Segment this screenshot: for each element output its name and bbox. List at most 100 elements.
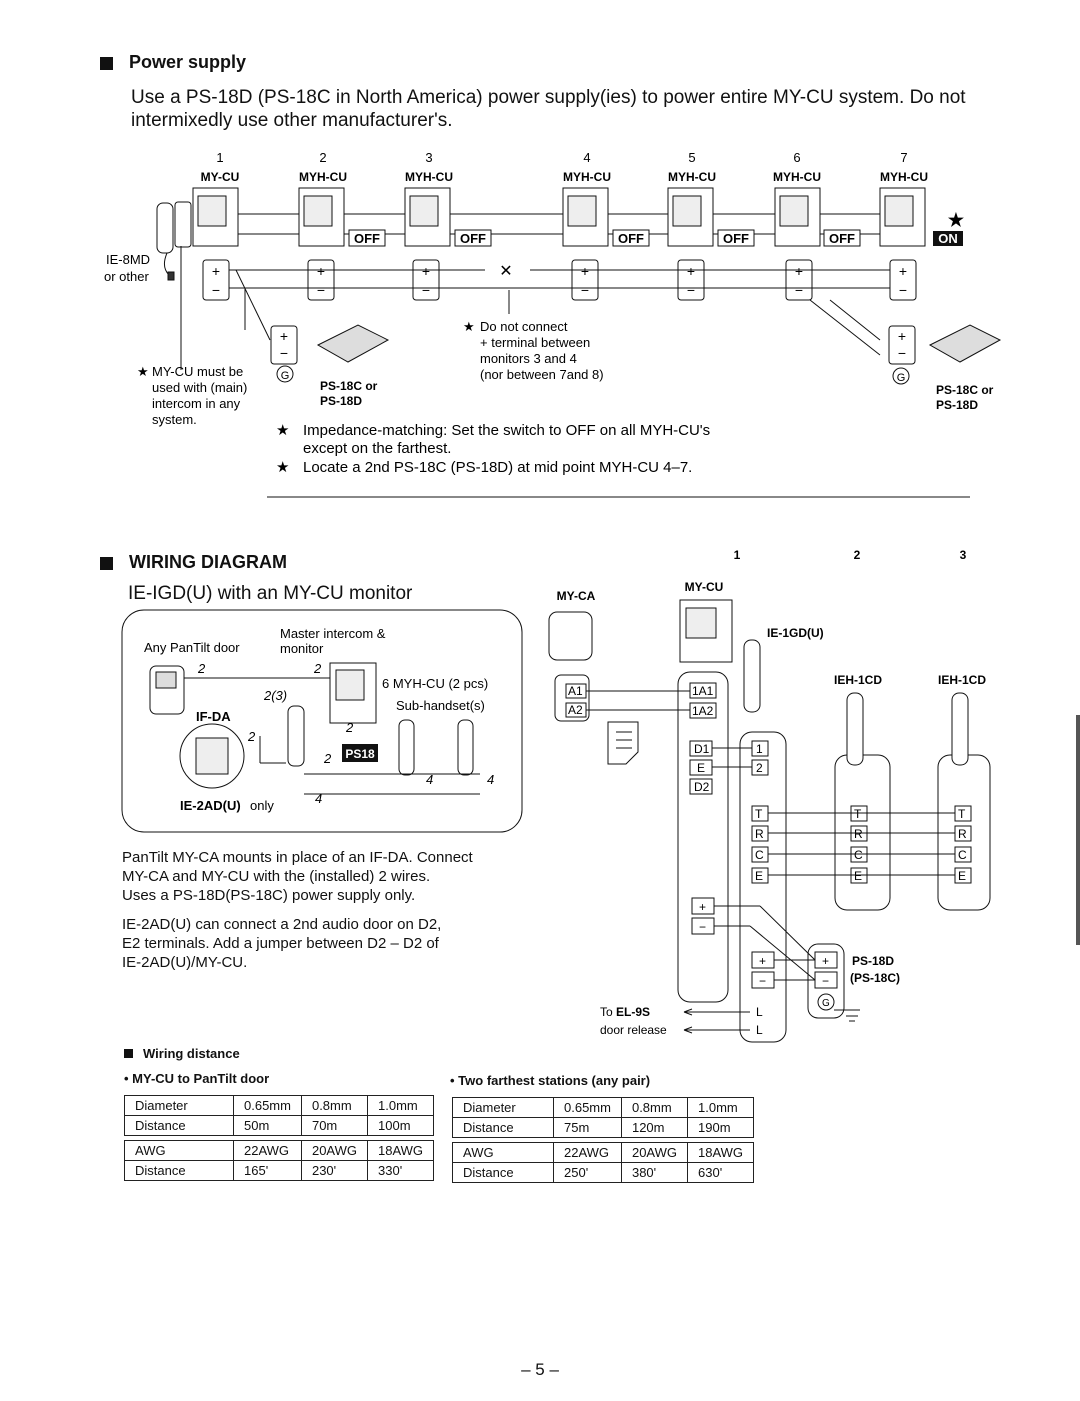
svg-text:1: 1 — [734, 548, 741, 562]
monitor-number: 1 — [216, 150, 223, 165]
break-mark: ✕ — [499, 263, 512, 280]
monitor-label: MYH-CU — [405, 170, 453, 184]
svg-text:R: R — [958, 827, 967, 841]
my-ca-label: MY-CA — [557, 589, 596, 603]
svg-text:4: 4 — [487, 772, 494, 787]
svg-text:T: T — [958, 807, 966, 821]
svg-text:−: − — [759, 974, 766, 988]
ps-18d-label: PS-18D — [852, 954, 894, 968]
monitor-label: monitor — [280, 641, 324, 656]
svg-text:2(3): 2(3) — [263, 688, 287, 703]
svg-text:+: + — [822, 954, 829, 968]
impedance-note-cont: except on the farthest. — [303, 440, 451, 457]
mycu-note-line: system. — [152, 412, 197, 427]
ps-label-right: PS-18D — [936, 398, 978, 412]
terminal-wiring-diagram: 1 2 3 MY-CA MY-CU IE-1GD(U) IEH-1CD IEH-… — [548, 548, 991, 1043]
myh-label: 6 MYH-CU (2 pcs) — [382, 676, 488, 691]
svg-text:−: − — [317, 282, 325, 298]
bullet-square — [100, 56, 113, 70]
switch-off-label: OFF — [723, 231, 749, 246]
svg-text:+: + — [898, 328, 906, 344]
svg-text:A1: A1 — [568, 684, 583, 698]
power-supply-intro: Use a PS-18D (PS-18C in North America) p… — [131, 87, 966, 131]
door-release-label: door release — [600, 1023, 667, 1037]
svg-text:+: + — [212, 263, 220, 279]
switch-on-label: ON — [938, 231, 958, 246]
monitor-number: 7 — [900, 150, 907, 165]
sub-handset-icon — [457, 719, 474, 776]
impedance-note: Impedance-matching: Set the switch to OF… — [303, 422, 710, 439]
ieh-1cd-handset-icon — [846, 692, 864, 766]
svg-text:+: + — [687, 263, 695, 279]
scan-edge-mark — [1076, 715, 1080, 945]
monitor-number: 3 — [425, 150, 432, 165]
svg-text:−: − — [422, 282, 430, 298]
ie8md-label: IE-8MD — [106, 252, 150, 267]
monitor-number: 2 — [319, 150, 326, 165]
left-table-title: • MY-CU to PanTilt door — [124, 1071, 270, 1086]
svg-text:C: C — [854, 848, 863, 862]
monitor-label: MYH-CU — [299, 170, 347, 184]
el-9s-label: EL-9S — [616, 1005, 650, 1019]
my-ca-icon — [548, 611, 593, 661]
pantilt-paragraph: PanTilt MY-CA mounts in place of an IF-D… — [122, 848, 473, 905]
master-label: Master intercom & — [280, 626, 386, 641]
svg-text:L: L — [756, 1005, 763, 1019]
svg-text:C: C — [958, 848, 967, 862]
svg-text:T: T — [854, 807, 862, 821]
svg-text:IE-2AD(U): IE-2AD(U) — [180, 798, 241, 813]
svg-text:−: − — [795, 282, 803, 298]
svg-text:A2: A2 — [568, 703, 583, 717]
svg-text:★: ★ — [463, 319, 475, 334]
subhandsets-label: Sub-handset(s) — [396, 698, 485, 713]
switch-off-label: OFF — [829, 231, 855, 246]
switch-off-label: OFF — [460, 231, 486, 246]
paragraph-line: E2 terminals. Add a jumper between D2 – … — [122, 935, 439, 952]
monitor-label: MYH-CU — [773, 170, 821, 184]
svg-text:G: G — [822, 998, 830, 1009]
ie-1gd-label: IE-1GD(U) — [767, 626, 824, 640]
mycu-wiring-box: Any PanTilt door Master intercom & monit… — [121, 609, 523, 833]
svg-text:+: + — [581, 263, 589, 279]
svg-text:+: + — [699, 900, 706, 914]
mycu-note-line: intercom in any — [152, 396, 241, 411]
svg-text:D1: D1 — [694, 742, 710, 756]
monitor-labels: 1 MY-CU 2 MYH-CU 3 MYH-CU 4 MYH-CU 5 MYH… — [201, 150, 928, 184]
svg-text:1: 1 — [756, 742, 763, 756]
svg-text:E: E — [958, 869, 966, 883]
do-not-connect-line: Do not connect — [480, 319, 568, 334]
do-not-connect-line: monitors 3 and 4 — [480, 351, 577, 366]
wiring-diagram-title: WIRING DIAGRAM — [129, 552, 287, 572]
star-mark: ★ — [948, 210, 965, 230]
svg-text:E: E — [697, 761, 705, 775]
wiring-diagram-subtitle: IE-IGD(U) with an MY-CU monitor — [128, 583, 413, 604]
ie2ad-label: IE-2AD(U) — [180, 798, 241, 813]
do-not-connect-line: (nor between 7and 8) — [480, 367, 604, 382]
svg-text:+: + — [899, 263, 907, 279]
svg-text:+: + — [317, 263, 325, 279]
monitor-number: 6 — [793, 150, 800, 165]
my-cu-label: MY-CU — [685, 580, 724, 594]
svg-text:E: E — [854, 869, 862, 883]
switch-off-label: OFF — [618, 231, 644, 246]
svg-text:L: L — [756, 1023, 763, 1037]
svg-text:−: − — [280, 345, 288, 361]
monitor-number: 4 — [583, 150, 590, 165]
svg-text:T: T — [755, 807, 763, 821]
paragraph-line: IE-2AD(U)/MY-CU. — [122, 954, 248, 971]
ieh-1cd-label: IEH-1CD — [834, 673, 882, 687]
svg-text:+: + — [759, 954, 766, 968]
svg-text:G: G — [897, 372, 906, 384]
ps-label-left: PS-18D — [320, 394, 362, 408]
monitor-number: 5 — [688, 150, 695, 165]
locate-note: Locate a 2nd PS-18C (PS-18D) at mid poin… — [303, 459, 692, 476]
ie-8md-handset-icon — [156, 201, 192, 370]
ps-18c-label: (PS-18C) — [850, 971, 900, 985]
svg-text:−: − — [581, 282, 589, 298]
